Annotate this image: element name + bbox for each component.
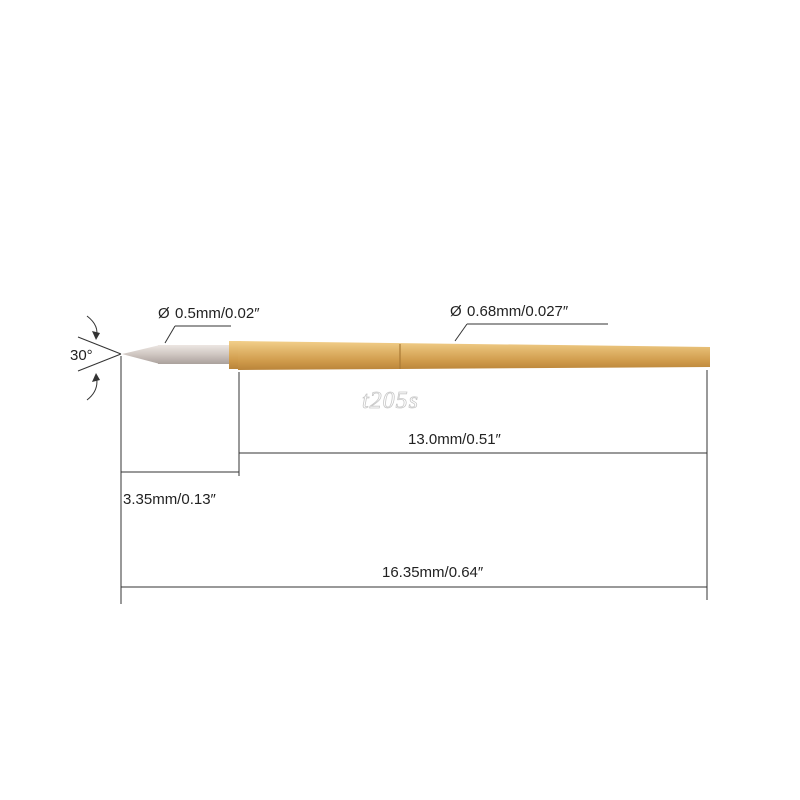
probe-tip-point: [122, 345, 160, 364]
barrel-diameter-label: 0.68mm/0.027″: [467, 303, 569, 320]
tip-diameter-label: 0.5mm/0.02″: [175, 305, 260, 322]
barrel-diameter-callout: Ø 0.68mm/0.027″: [450, 303, 608, 342]
tip-length-label: 3.35mm/0.13″: [123, 491, 217, 508]
total-length-dimension: 16.35mm/0.64″: [121, 564, 707, 588]
watermark-text: t205s: [362, 388, 419, 414]
tip-length-dimension: 3.35mm/0.13″: [121, 471, 239, 508]
probe-barrel: [238, 341, 710, 370]
tip-angle-label: 30°: [70, 347, 93, 364]
barrel-length-label: 13.0mm/0.51″: [408, 431, 502, 448]
tip-diameter-callout: Ø 0.5mm/0.02″: [158, 305, 260, 344]
total-length-label: 16.35mm/0.64″: [382, 564, 484, 581]
barrel-length-dimension: 13.0mm/0.51″: [239, 431, 707, 454]
barrel-diameter-symbol: Ø: [450, 303, 462, 320]
probe-pin: [122, 341, 710, 370]
tip-angle-annotation: 30°: [70, 315, 122, 401]
extension-lines: [120, 356, 708, 604]
tip-diameter-symbol: Ø: [158, 305, 170, 322]
probe-plunger: [158, 345, 232, 364]
